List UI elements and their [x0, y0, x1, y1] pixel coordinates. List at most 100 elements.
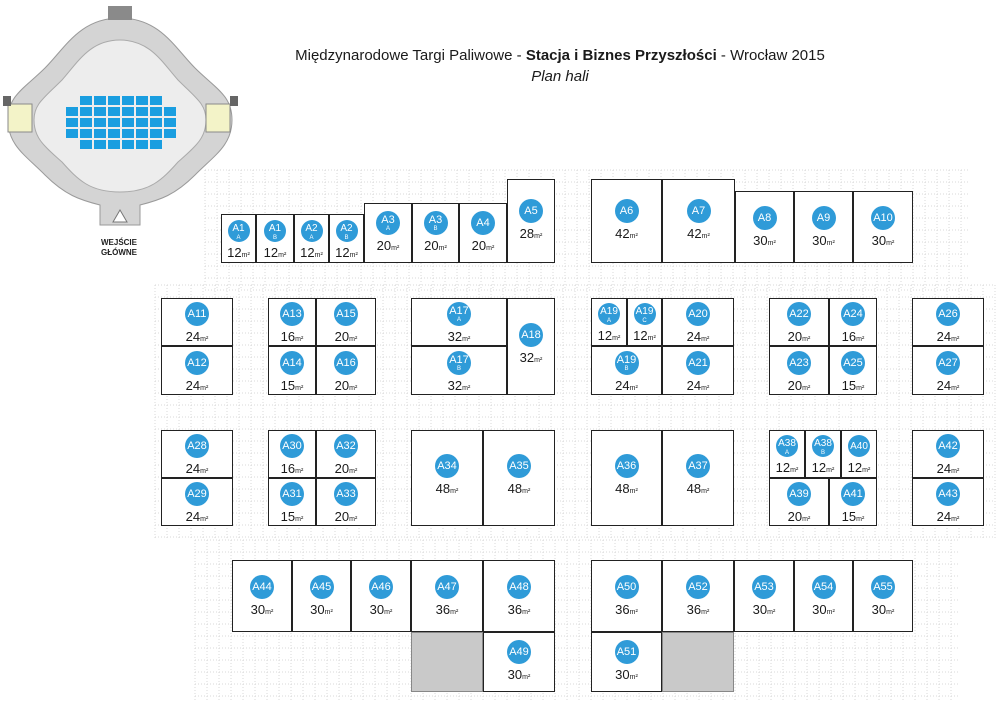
- stand-area-value: 42: [687, 225, 702, 241]
- stand-number: A10: [873, 212, 893, 225]
- stand-number: A3: [381, 214, 395, 227]
- stand-number-badge: A5: [519, 198, 543, 223]
- stand-area-label: 20m²: [769, 378, 829, 393]
- stand-number-badge: A33: [334, 482, 358, 507]
- stand-area-unit: m²: [534, 232, 543, 240]
- stand-area-value: 12: [335, 244, 350, 260]
- stand-area-label: 24m²: [167, 329, 227, 344]
- stand-area-unit: m²: [462, 336, 471, 344]
- stand-area-unit: m²: [295, 384, 304, 392]
- stand-number: A27: [938, 356, 958, 369]
- stand-number: A3: [428, 214, 443, 227]
- stand-area-unit: m²: [701, 232, 710, 240]
- stand-sub-letter: A: [385, 226, 390, 233]
- stand-area-value: 24: [615, 377, 630, 393]
- stand-number-badge: A13: [280, 302, 304, 327]
- stand-number-badge: A8: [752, 206, 777, 231]
- stand-area-unit: m²: [349, 336, 358, 344]
- minimap-stand-block: [122, 118, 134, 127]
- stand-number-badge: A7: [686, 198, 711, 223]
- stand-number-badge: A44: [250, 575, 274, 600]
- entrance-line-2: GŁÓWNE: [101, 248, 137, 257]
- stand-area-value: 20: [376, 238, 392, 254]
- stand-number: A52: [688, 581, 708, 594]
- stand-sub-letter: B: [272, 234, 277, 241]
- stand-number-badge: A45: [309, 575, 334, 600]
- main-entrance-label: WEJŚCIE GŁÓWNE: [80, 238, 158, 258]
- stand-area-unit: m²: [647, 335, 656, 343]
- booth-a34[interactable]: [411, 430, 483, 526]
- stand-area-label: 24m²: [597, 378, 657, 393]
- stand-area-value: 28: [519, 225, 535, 241]
- stand-number: A35: [509, 460, 529, 473]
- stand-area-value: 20: [471, 238, 487, 254]
- stand-sub-letter: B: [433, 226, 438, 233]
- minimap-stand-block: [136, 129, 148, 138]
- stand-area-unit: m²: [450, 609, 459, 617]
- stand-area-label: 30m²: [489, 667, 549, 682]
- stand-area-value: 24: [936, 329, 952, 345]
- stand-number: A18: [521, 328, 541, 341]
- stand-number: A49: [509, 646, 529, 659]
- stand-area-value: 48: [615, 481, 630, 497]
- stand-number-badge: A40: [848, 435, 870, 458]
- venue-minimap: [3, 6, 238, 226]
- minimap-stand-block: [136, 140, 148, 149]
- stand-number: A7: [691, 204, 706, 217]
- minimap-stand-blocks: [66, 96, 176, 149]
- stand-area-label: 36m²: [417, 602, 477, 617]
- stand-number: A12: [187, 356, 207, 369]
- stand-area-value: 30: [871, 602, 887, 618]
- stand-area-value: 20: [787, 329, 803, 345]
- stand-area-value: 48: [686, 481, 702, 497]
- stand-area-label: 24m²: [918, 378, 978, 393]
- stand-number: A31: [282, 488, 302, 501]
- stand-area-label: 20m²: [358, 238, 418, 253]
- stand-number: A8: [757, 212, 772, 225]
- stand-area-value: 24: [686, 329, 702, 345]
- stand-number-badge: A27: [936, 350, 960, 375]
- stand-area-label: 12m²: [757, 460, 817, 475]
- stand-number: A15: [336, 308, 356, 321]
- stand-area-label: 32m²: [429, 378, 489, 393]
- stand-area-label: 20m²: [769, 329, 829, 344]
- stand-number: A2: [305, 222, 318, 234]
- stand-number-badge: A24: [841, 302, 865, 327]
- stand-area-value: 48: [507, 481, 523, 497]
- stand-number-badge: A9: [811, 206, 836, 231]
- booth-a8[interactable]: [735, 191, 794, 263]
- minimap-stand-block: [136, 107, 148, 116]
- stand-area-unit: m²: [522, 488, 531, 496]
- stand-area-value: 12: [597, 328, 613, 344]
- stand-number: A13: [282, 308, 302, 321]
- minimap-stand-block: [94, 129, 106, 138]
- stand-number: A17: [449, 305, 469, 318]
- stand-area-value: 36: [435, 602, 451, 618]
- stand-area-unit: m²: [701, 384, 710, 392]
- stand-number-badge: A51: [614, 640, 639, 665]
- stand-area-label: 30m²: [292, 602, 352, 617]
- stand-area-value: 30: [871, 233, 887, 249]
- stand-number: A34: [437, 460, 457, 473]
- stand-area-label: 20m²: [316, 378, 376, 393]
- stand-area-unit: m²: [790, 467, 799, 475]
- stand-area-label: 12m²: [793, 460, 853, 475]
- minimap-stand-block: [150, 107, 162, 116]
- stand-area-unit: m²: [951, 516, 960, 524]
- stand-number-badge: A28: [185, 434, 209, 459]
- stand-area-value: 24: [936, 509, 952, 525]
- stand-area-label: 42m²: [669, 226, 729, 241]
- stand-number: A54: [813, 581, 834, 594]
- stand-area-label: 16m²: [823, 329, 883, 344]
- stand-area-label: 15m²: [262, 509, 322, 524]
- minimap-stand-block: [108, 129, 120, 138]
- stand-area-label: 15m²: [823, 509, 883, 524]
- minimap-stand-block: [80, 129, 92, 138]
- stand-number-badge: A10: [871, 206, 895, 231]
- stand-number: A6: [619, 204, 634, 217]
- stand-area-unit: m²: [200, 468, 209, 476]
